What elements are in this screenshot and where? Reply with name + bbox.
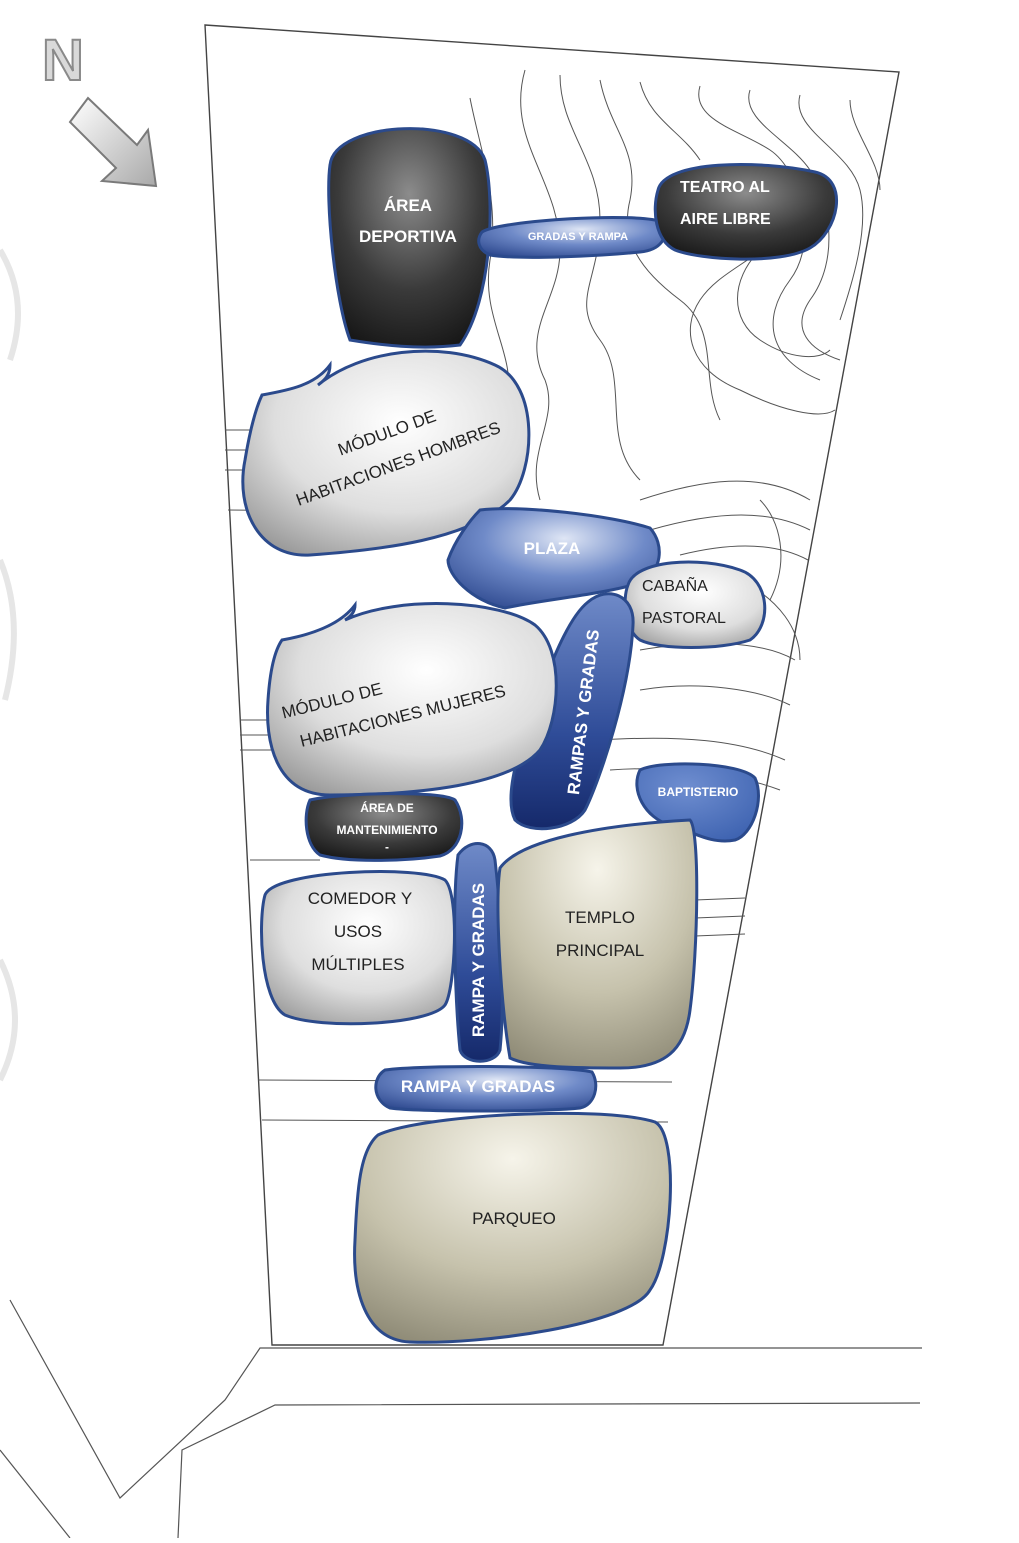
site-boundary bbox=[204, 24, 900, 1346]
zone-baptisterio-label: BAPTISTERIO bbox=[658, 785, 739, 799]
zone-plaza: PLAZA bbox=[446, 507, 661, 610]
zone-modulo-mujeres: MÓDULO DE HABITACIONES MUJERES bbox=[266, 600, 558, 797]
zone-rampa-gradas-horizontal-shape bbox=[374, 1064, 598, 1113]
zone-comedor-line1: COMEDOR Y bbox=[308, 889, 413, 908]
zone-modulo-mujeres-shape bbox=[266, 600, 558, 797]
zone-rampa-gradas-horizontal: RAMPA Y GRADAS bbox=[374, 1064, 598, 1113]
north-indicator: N bbox=[41, 27, 158, 188]
zone-cabana-line1: CABAÑA bbox=[642, 575, 708, 595]
zone-plaza-label: PLAZA bbox=[524, 539, 581, 558]
zone-templo-line2: PRINCIPAL bbox=[556, 941, 645, 960]
north-arrow-icon bbox=[68, 96, 158, 188]
zone-rampa-gradas-horizontal-label: RAMPA Y GRADAS bbox=[401, 1077, 555, 1096]
zone-plaza-shape bbox=[446, 507, 661, 610]
zone-mantenimiento-line1: ÁREA DE bbox=[360, 800, 414, 815]
zone-teatro: TEATRO AL AIRE LIBRE bbox=[653, 163, 839, 261]
zone-modulo-hombres-shape bbox=[241, 349, 531, 557]
zone-cabana-shape bbox=[623, 560, 767, 649]
zone-rampa-gradas-vertical-shape bbox=[453, 842, 504, 1063]
zone-cabana-line2: PASTORAL bbox=[642, 610, 726, 627]
zone-templo: TEMPLO PRINCIPAL bbox=[496, 818, 699, 1070]
zone-gradas-rampa-label: GRADAS Y RAMPA bbox=[528, 231, 628, 243]
zone-cabana: CABAÑA PASTORAL bbox=[623, 560, 767, 649]
zone-comedor-line3: MÚLTIPLES bbox=[311, 955, 404, 974]
zone-templo-line1: TEMPLO bbox=[565, 908, 635, 927]
zone-gradas-rampa: GRADAS Y RAMPA bbox=[477, 216, 667, 259]
zone-comedor: COMEDOR Y USOS MÚLTIPLES bbox=[260, 870, 456, 1026]
zone-teatro-line2: AIRE LIBRE bbox=[680, 211, 771, 228]
street-lines bbox=[0, 1299, 922, 1539]
zone-area-deportiva: ÁREA DEPORTIVA bbox=[327, 127, 492, 349]
zone-templo-shape bbox=[496, 818, 699, 1070]
zone-rampa-gradas-vertical: RAMPA Y GRADAS bbox=[453, 842, 504, 1063]
zone-modulo-hombres: MÓDULO DE HABITACIONES HOMBRES bbox=[241, 349, 531, 557]
zone-comedor-line2: USOS bbox=[334, 922, 382, 941]
zone-parqueo-shape bbox=[353, 1111, 672, 1344]
zone-area-deportiva-line1: ÁREA bbox=[384, 196, 432, 215]
zone-mantenimiento: ÁREA DE MANTENIMIENTO - bbox=[304, 792, 464, 862]
zone-gradas-rampa-shape bbox=[477, 216, 667, 259]
zone-mantenimiento-line2: MANTENIMIENTO bbox=[336, 823, 437, 837]
zone-area-deportiva-shape bbox=[327, 127, 492, 349]
north-letter: N bbox=[42, 28, 84, 93]
watermark-arcs bbox=[0, 248, 21, 1082]
zone-area-deportiva-line2: DEPORTIVA bbox=[359, 227, 457, 246]
zone-mantenimiento-line3: - bbox=[385, 840, 389, 854]
zone-rampa-gradas-vertical-label: RAMPA Y GRADAS bbox=[469, 883, 488, 1037]
zone-comedor-shape bbox=[260, 870, 456, 1026]
zone-teatro-shape bbox=[653, 163, 839, 261]
zone-parqueo: PARQUEO bbox=[353, 1111, 672, 1344]
zone-mantenimiento-shape bbox=[304, 792, 464, 862]
zone-teatro-line1: TEATRO AL bbox=[680, 179, 770, 196]
zone-parqueo-label: PARQUEO bbox=[472, 1209, 556, 1228]
contour-lines bbox=[469, 69, 881, 791]
